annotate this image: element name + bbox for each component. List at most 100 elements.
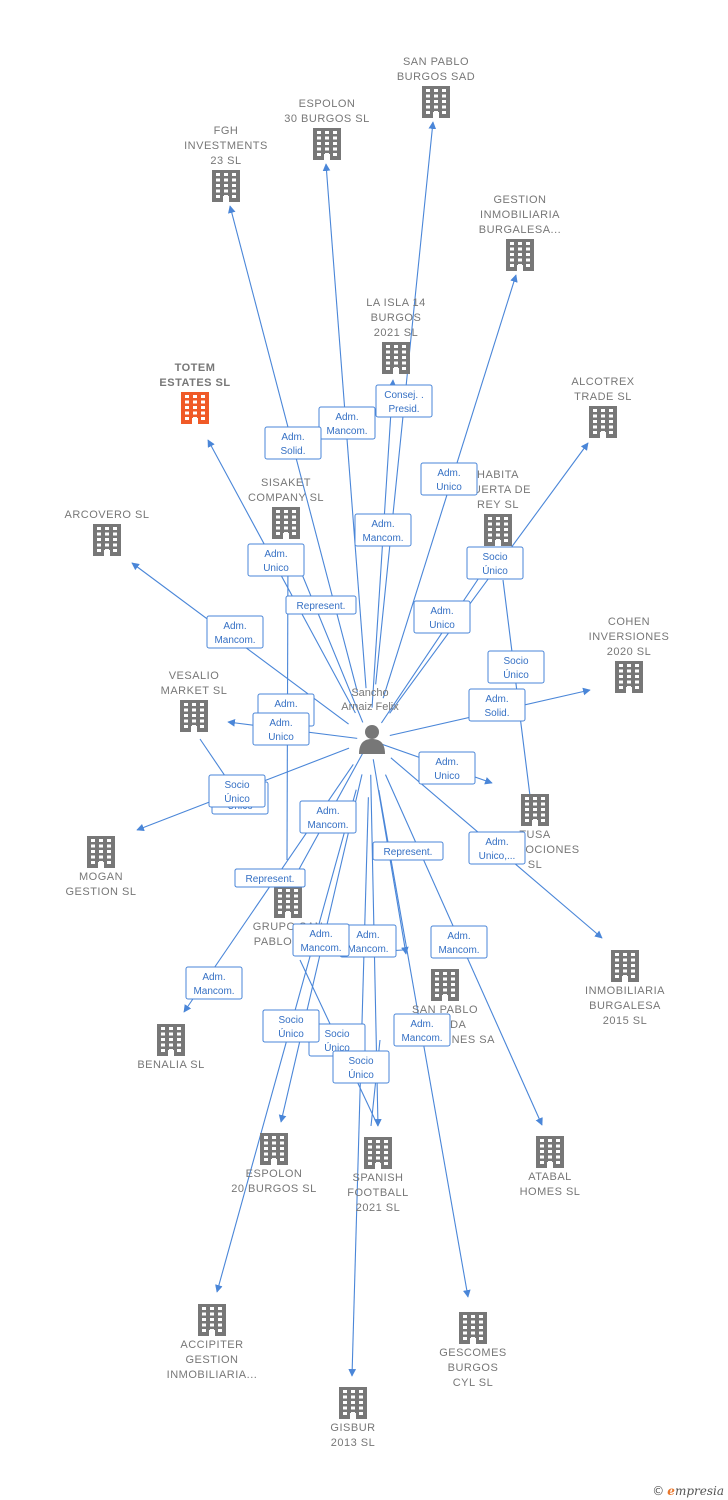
edge-label-text: Mancom.: [347, 944, 388, 955]
company-label: 2021 SL: [374, 327, 418, 339]
edge-label-text: Adm.: [202, 972, 225, 983]
company-label: REY SL: [477, 499, 519, 511]
company-label: PUERTA DE: [465, 484, 531, 496]
building-icon: [615, 661, 643, 693]
company-label: FGH: [214, 125, 239, 137]
edge-label-sisaket-company[interactable]: Represent.: [285, 595, 357, 615]
edge-label-text: Adm.: [447, 931, 470, 942]
edge-label-text: Adm.: [316, 806, 339, 817]
building-icon: [339, 1387, 367, 1419]
edge-label-extra[interactable]: Adm.Mancom.: [292, 923, 350, 957]
edge-label-text: Adm.: [309, 929, 332, 940]
building-icon: [180, 700, 208, 732]
edge-label-accipiter-gestion[interactable]: Represent.: [372, 841, 444, 861]
company-label: MARKET SL: [161, 685, 228, 697]
company-label: FOOTBALL: [347, 1187, 408, 1199]
edge-label-extra[interactable]: Adm.Unico: [252, 712, 310, 746]
edge-label-text: Socio: [503, 656, 528, 667]
edge-labels-layer: Consej. . Presid. Adm. Mancom. Adm.Solid. Adm…: [185, 384, 545, 1084]
building-icon: [313, 128, 341, 160]
company-label: BURGALESA...: [479, 224, 561, 236]
edge-label-san-pablo-burgos-sad[interactable]: Consej. . Presid.: [375, 384, 433, 418]
building-icon: [589, 406, 617, 438]
company-label: BURGOS: [448, 1362, 499, 1374]
edge-label-text: Represent.: [246, 874, 295, 885]
company-label: ARCOVERO SL: [65, 509, 150, 521]
edge-label-text: Mancom.: [438, 945, 479, 956]
building-icon: [87, 836, 115, 868]
edge-label-text: Unico: [263, 563, 289, 574]
edge-label-text: Socio: [278, 1015, 303, 1026]
edge-label-totem-estates[interactable]: Adm.Unico: [247, 543, 305, 577]
company-node-accipiter-gestion[interactable]: ACCIPITERGESTIONINMOBILIARIA...: [167, 1304, 258, 1381]
center-person[interactable]: Sancho Arnaiz Felix: [341, 687, 399, 754]
edge-label-text: Adm.: [437, 468, 460, 479]
edge-label-fgh-investments-23[interactable]: Adm.Solid.: [264, 426, 322, 460]
company-label: BURGOS SAD: [397, 71, 475, 83]
company-node-benalia[interactable]: BENALIA SL: [137, 1024, 204, 1071]
company-label: VESALIO: [169, 670, 220, 682]
edge-label-inmobiliaria-burgalesa-2015[interactable]: Adm.Unico,...: [468, 831, 526, 865]
edge-label-text: Único: [278, 1027, 304, 1040]
edge-label-text: Unico: [434, 771, 460, 782]
company-label: COMPANY SL: [248, 492, 324, 504]
edge-label-text: Presid.: [388, 404, 419, 415]
edge-label-text: Consej. .: [384, 390, 423, 401]
building-icon: [212, 170, 240, 202]
edge-label-text: Socio: [324, 1029, 349, 1040]
edge-label-text: Socio: [224, 780, 249, 791]
edge-label-habita-puerta-de-rey[interactable]: Adm.Unico: [413, 600, 471, 634]
building-icon: [157, 1024, 185, 1056]
brand-logo-letter: e: [667, 1484, 675, 1498]
company-node-vesalio-market[interactable]: VESALIO MARKET SL: [161, 670, 228, 732]
edge-label-atabal-homes[interactable]: Adm. Mancom.: [430, 925, 488, 959]
company-label: LA ISLA 14: [366, 297, 425, 309]
company-node-arcovero[interactable]: ARCOVERO SL: [65, 509, 150, 556]
edge-label-extra[interactable]: Represent.: [234, 868, 306, 888]
edge-label-benalia[interactable]: Adm.Mancom.: [185, 966, 243, 1000]
edge-label-san-pablo-inversiones[interactable]: Adm.Mancom.: [393, 1013, 451, 1047]
edge-label-gescomes-burgos-cyl[interactable]: Adm. Mancom.: [339, 924, 397, 958]
building-icon: [364, 1137, 392, 1169]
company-label: BENALIA SL: [137, 1059, 204, 1071]
company-label: GESTION SL: [65, 886, 136, 898]
company-label: GESTION: [493, 194, 546, 206]
edge-label-espolon-30-burgos[interactable]: Adm.Mancom.: [318, 406, 376, 440]
edge-label-text: Adm.: [356, 930, 379, 941]
edge-label-text: Adm.: [269, 718, 292, 729]
person-icon: [359, 725, 385, 754]
edge-line-habita-puerta-de-rey: [380, 550, 498, 724]
edge-label-tusa-promociones[interactable]: Adm.Unico: [418, 751, 476, 785]
edge-label-extra[interactable]: Adm.Mancom.: [299, 800, 357, 834]
edge-label-la-isla-14-burgos[interactable]: Adm.Mancom.: [354, 513, 412, 547]
edge-label-arcovero[interactable]: Adm.Mancom.: [206, 615, 264, 649]
company-label: SPANISH: [353, 1172, 404, 1184]
company-node-gestion-inmobiliaria-burgalesa[interactable]: GESTIONINMOBILIARIABURGALESA...: [479, 194, 561, 271]
edge-label-cohen-inversiones-2020[interactable]: Adm.Solid.: [468, 688, 526, 722]
company-label: SL: [528, 859, 542, 871]
edge-label-gestion-inmobiliaria-burgalesa[interactable]: Adm.Unico: [420, 462, 478, 496]
